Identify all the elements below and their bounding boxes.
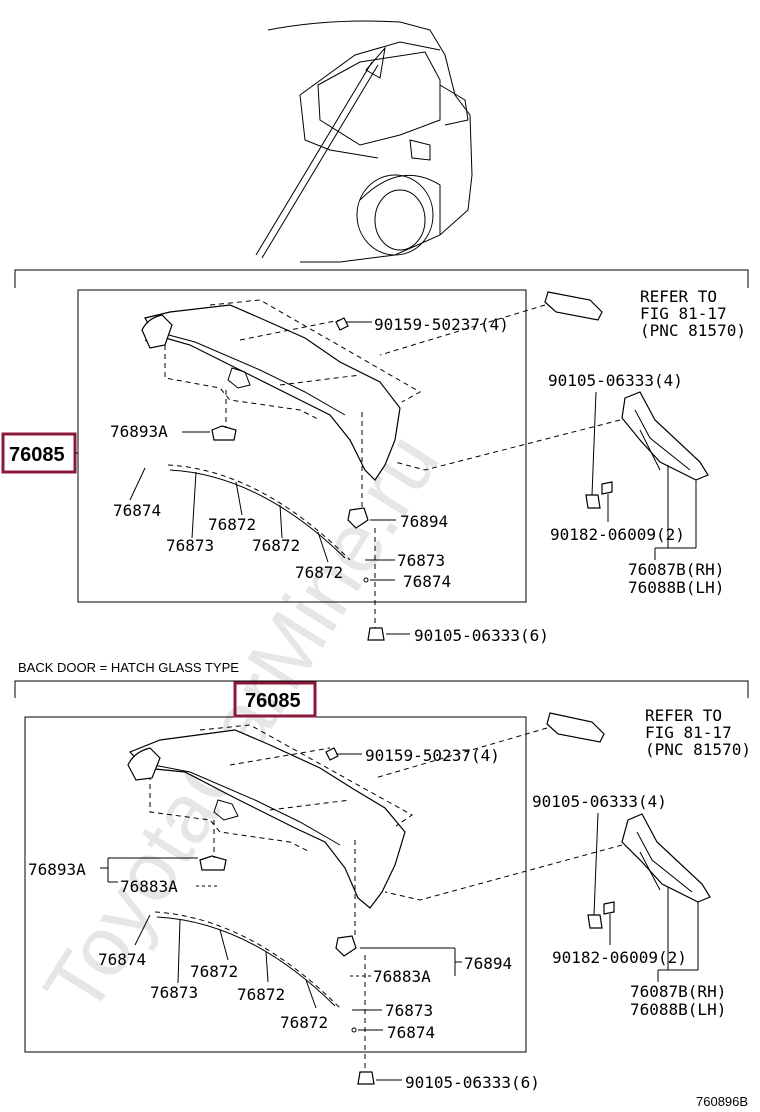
label-bolt-bottom: 90105-06333(4) xyxy=(532,792,667,811)
refer-line-2-top: FIG 81-17 xyxy=(640,304,727,323)
clip-icon xyxy=(211,425,237,441)
label-pad-1-bottom: 76874 xyxy=(98,950,146,969)
label-cover-lh-bottom: 76088B(LH) xyxy=(630,1000,726,1019)
label-pad-4-top: 76872 xyxy=(252,536,300,555)
label-grommet-bottom: 90182-06009(2) xyxy=(552,948,687,967)
bracket-icon xyxy=(347,507,369,529)
screw-icon xyxy=(335,317,349,331)
refer-line-1-bottom: REFER TO xyxy=(645,706,722,725)
refer-line-2-bottom: FIG 81-17 xyxy=(645,723,732,742)
label-clip-a-bottom: 76893A xyxy=(28,860,86,879)
label-bolt-top: 90105-06333(4) xyxy=(548,371,683,390)
label-clip-top: 76893A xyxy=(110,422,168,441)
pad-strip xyxy=(167,464,351,561)
label-pad-6-top: 76873 xyxy=(397,551,445,570)
bracket-icon xyxy=(335,935,357,957)
label-pad-4-bottom: 76872 xyxy=(237,985,285,1004)
label-pad-3-bottom: 76873 xyxy=(150,983,198,1002)
car-rear-illustration xyxy=(255,20,473,263)
label-grommet-top: 90182-06009(2) xyxy=(550,525,685,544)
label-cover-rh-bottom: 76087B(RH) xyxy=(630,982,726,1001)
bolt-icon xyxy=(357,1071,375,1085)
label-pad-7-bottom: 76874 xyxy=(387,1023,435,1042)
label-pad-7-top: 76874 xyxy=(403,572,451,591)
assembly-number-bottom: 76085 xyxy=(245,690,301,712)
drawing-id: 760896B xyxy=(696,1094,748,1109)
refer-line-1-top: REFER TO xyxy=(640,287,717,306)
label-bolt-b-bottom: 90105-06333(6) xyxy=(405,1073,540,1092)
assembly-highlight-bottom xyxy=(233,681,317,718)
screw-icon xyxy=(325,747,339,761)
label-pad-2-bottom: 76872 xyxy=(190,962,238,981)
label-screw-bottom: 90159-50237(4) xyxy=(365,746,500,765)
label-pad-6-bottom: 76873 xyxy=(385,1001,433,1020)
refer-line-3-bottom: (PNC 81570) xyxy=(645,740,751,759)
spoiler-assembly-bottom xyxy=(128,724,413,909)
side-cover-icon xyxy=(621,813,711,903)
label-cover-rh-top: 76087B(RH) xyxy=(628,560,724,579)
side-cover-icon xyxy=(621,391,709,481)
refer-line-3-top: (PNC 81570) xyxy=(640,321,746,340)
pad-strip xyxy=(154,911,341,1009)
section-hatch-glass xyxy=(14,680,749,1085)
label-pad-5-top: 76872 xyxy=(295,563,343,582)
connector-part-top xyxy=(544,291,603,321)
label-bolt-b-top: 90105-06333(6) xyxy=(414,626,549,645)
label-clip-b-bottom: 76883A xyxy=(120,877,178,896)
spoiler-assembly-top xyxy=(144,299,422,481)
label-screw-top: 90159-50237(4) xyxy=(374,315,509,334)
label-bracket-bottom: 76894 xyxy=(464,954,512,973)
label-clip-c-bottom: 76883A xyxy=(373,967,431,986)
clip-icon xyxy=(199,855,227,871)
label-pad-2-top: 76872 xyxy=(208,515,256,534)
section-standard xyxy=(14,269,749,641)
label-cover-lh-top: 76088B(LH) xyxy=(628,578,724,597)
label-pad-5-bottom: 76872 xyxy=(280,1013,328,1032)
assembly-number-top: 76085 xyxy=(9,444,65,466)
connector-part-bottom xyxy=(546,712,605,743)
label-pad-3-top: 76873 xyxy=(166,536,214,555)
label-pad-1-top: 76874 xyxy=(113,501,161,520)
bolt-icon xyxy=(367,627,385,641)
section-caption: BACK DOOR = HATCH GLASS TYPE xyxy=(18,660,239,675)
label-bracket-top: 76894 xyxy=(400,512,448,531)
